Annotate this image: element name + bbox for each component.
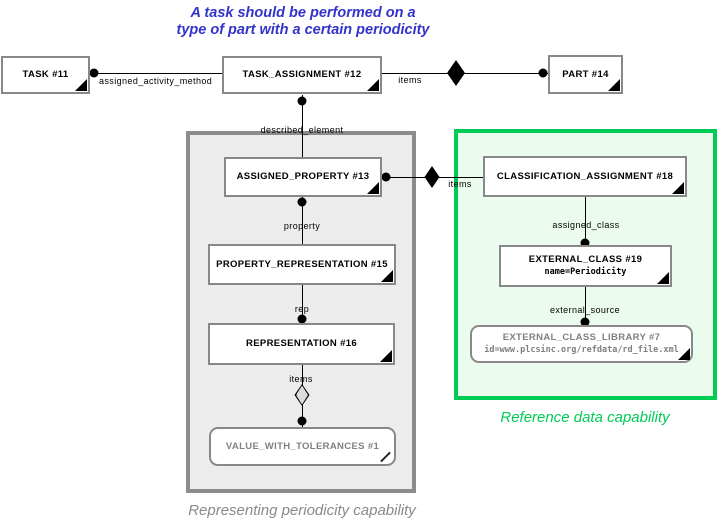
node-label: PART #14 xyxy=(562,68,609,80)
connector-assignedproperty-propertyrepresentation xyxy=(302,197,303,244)
node-representation-16: REPRESENTATION #16 xyxy=(208,323,395,365)
corner-triangle-icon xyxy=(672,182,684,194)
connector-classification-externalclass xyxy=(585,197,586,245)
relationship-dot-icon xyxy=(297,96,307,106)
node-label: TASK #11 xyxy=(22,69,69,80)
node-external-class-19: EXTERNAL_CLASS #19 name=Periodicity xyxy=(499,245,672,287)
edge-label-items: items xyxy=(448,179,472,189)
edge-label-assigned-class: assigned_class xyxy=(552,220,620,230)
diagram-title: A task should be performed on a type of … xyxy=(123,5,483,39)
relationship-dot-icon xyxy=(89,68,99,78)
diagram-title-line2: type of part with a certain periodicity xyxy=(176,22,430,38)
corner-triangle-icon xyxy=(367,182,379,194)
aggregation-diamond-icon xyxy=(447,60,465,86)
relationship-dot-icon xyxy=(297,314,307,324)
node-classification-assignment-18: CLASSIFICATION_ASSIGNMENT #18 xyxy=(483,156,687,197)
corner-triangle-icon xyxy=(608,79,620,91)
corner-triangle-icon xyxy=(367,79,379,91)
edge-label-external-source: external_source xyxy=(549,305,621,315)
corner-triangle-icon xyxy=(381,270,393,282)
corner-slash-icon xyxy=(380,451,391,463)
connector-taskassignment-assignedproperty xyxy=(302,95,303,157)
corner-triangle-icon xyxy=(380,350,392,362)
node-label: VALUE_WITH_TOLERANCES #1 xyxy=(225,440,380,452)
node-task-11: TASK #11 xyxy=(1,56,90,94)
node-part-14: PART #14 xyxy=(548,55,623,94)
node-label: EXTERNAL_CLASS #19 xyxy=(528,254,643,265)
corner-triangle-icon xyxy=(657,272,669,284)
corner-triangle-icon xyxy=(678,348,690,360)
node-attribute: name=Periodicity xyxy=(544,267,627,277)
node-attribute: id=www.plcsinc.org/refdata/rd_file.xml xyxy=(484,345,679,355)
node-external-class-library-7: EXTERNAL_CLASS_LIBRARY #7 id=www.plcsinc… xyxy=(470,325,693,363)
connector-taskassignment-part xyxy=(382,73,548,74)
corner-triangle-icon xyxy=(75,79,87,91)
node-label: PROPERTY_REPRESENTATION #15 xyxy=(216,258,388,270)
edge-label-rep: rep xyxy=(294,304,310,314)
edge-label-items: items xyxy=(289,374,313,384)
connector-propertyrepresentation-representation xyxy=(302,285,303,323)
caption-reference-data: Reference data capability xyxy=(500,409,670,426)
node-value-with-tolerances-1: VALUE_WITH_TOLERANCES #1 xyxy=(209,427,396,466)
node-assigned-property-13: ASSIGNED_PROPERTY #13 xyxy=(224,157,382,197)
node-task-assignment-12: TASK_ASSIGNMENT #12 xyxy=(222,56,382,94)
edge-label-assigned-activity-method: assigned_activity_method xyxy=(99,76,213,86)
diagram-title-line1: A task should be performed on a xyxy=(190,5,416,21)
relationship-dot-icon xyxy=(381,172,391,182)
node-label: TASK_ASSIGNMENT #12 xyxy=(242,69,362,80)
caption-representing-periodicity: Representing periodicity capability xyxy=(188,502,416,519)
node-label: ASSIGNED_PROPERTY #13 xyxy=(236,171,370,182)
connector-task-taskassignment xyxy=(90,73,222,74)
edge-label-described-element: described_element xyxy=(260,125,344,135)
relationship-dot-icon xyxy=(580,317,590,327)
edge-label-items: items xyxy=(398,75,422,85)
node-label: REPRESENTATION #16 xyxy=(246,338,357,349)
relationship-dot-icon xyxy=(297,416,307,426)
relationship-dot-icon xyxy=(538,68,548,78)
node-property-representation-15: PROPERTY_REPRESENTATION #15 xyxy=(208,244,396,285)
connector-externalclass-library xyxy=(585,287,586,325)
open-diamond-icon xyxy=(294,384,310,406)
relationship-dot-icon xyxy=(580,238,590,248)
relationship-dot-icon xyxy=(297,197,307,207)
edge-label-property: property xyxy=(283,221,321,231)
aggregation-diamond-icon xyxy=(424,166,440,188)
node-label: CLASSIFICATION_ASSIGNMENT #18 xyxy=(496,170,674,182)
node-label: EXTERNAL_CLASS_LIBRARY #7 xyxy=(502,332,661,343)
